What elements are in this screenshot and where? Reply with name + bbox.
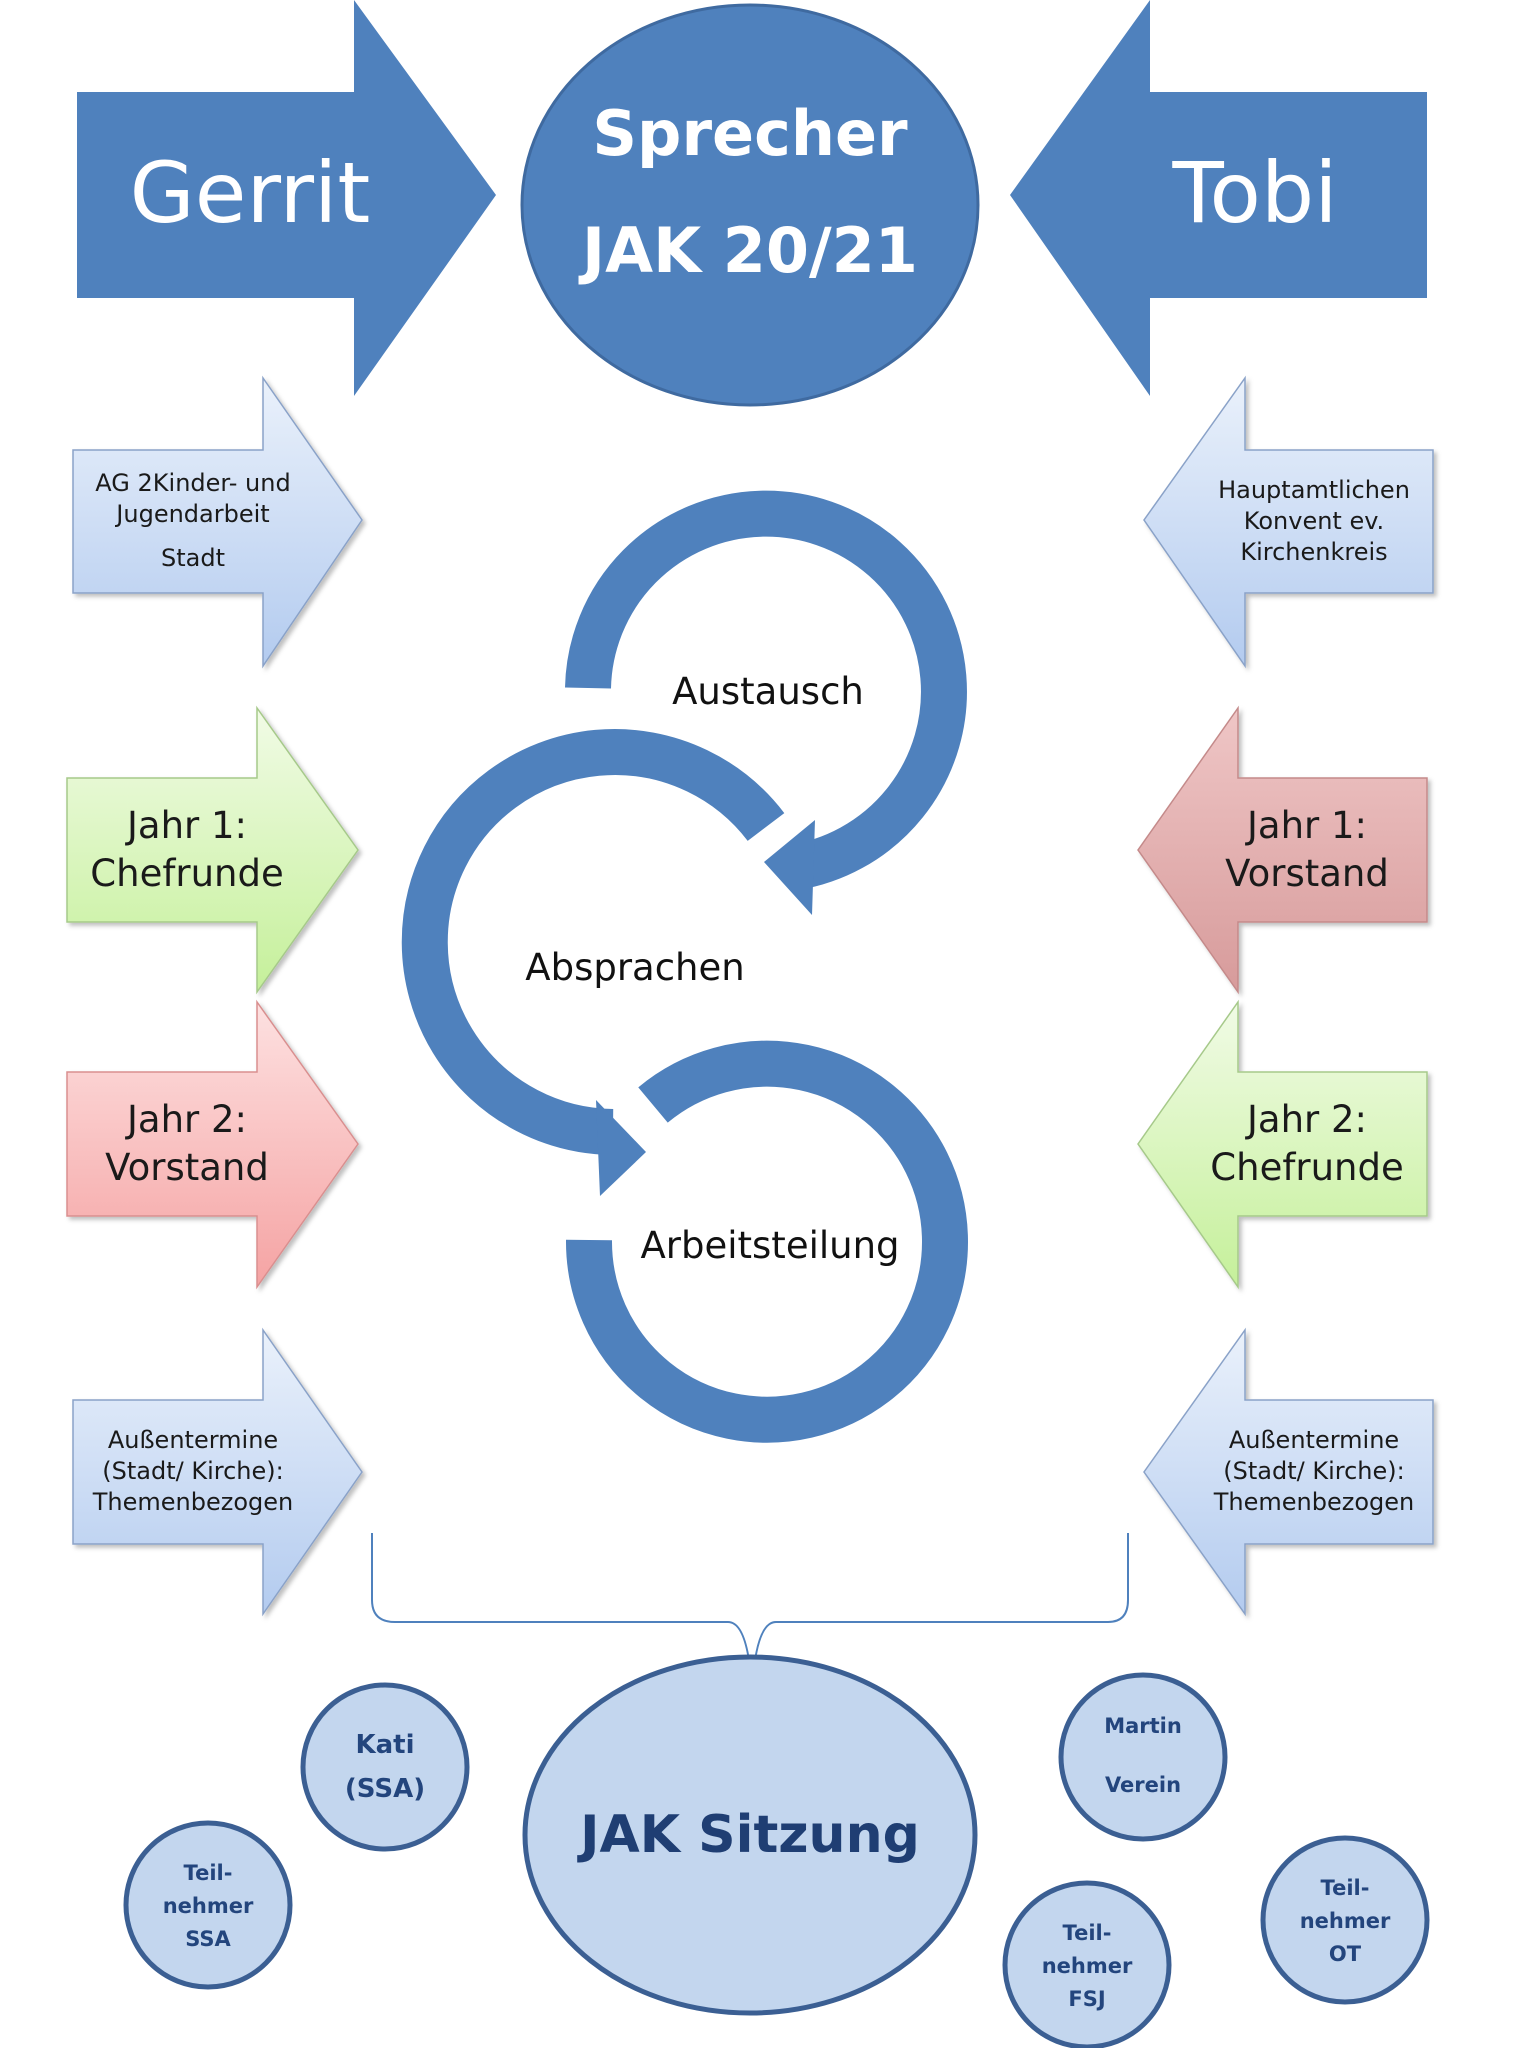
bubble-kati-line-1: Kati xyxy=(355,1730,414,1760)
bubble-teilnehmer-fsj: Teil- nehmer FSJ xyxy=(1002,1880,1172,2048)
tobi-arrow: Tobi xyxy=(1010,0,1427,396)
absprachen-arrowhead xyxy=(596,1100,646,1196)
right-arrow-4-line-3: Themenbezogen xyxy=(1213,1488,1414,1516)
cycle-step-austausch: Austausch xyxy=(672,670,864,713)
left-arrow-1-line-2: Jugendarbeit xyxy=(114,500,269,528)
right-arrow-aussentermine: Außentermine (Stadt/ Kirche): Themenbezo… xyxy=(1143,1327,1434,1617)
bubble-ot-line-2: nehmer xyxy=(1300,1909,1391,1933)
cycle-step-arbeitsteilung: Arbeitsteilung xyxy=(640,1224,899,1267)
cycle-step-absprachen: Absprachen xyxy=(525,946,744,989)
gerrit-label: Gerrit xyxy=(130,144,371,242)
left-arrow-4-line-2: (Stadt/ Kirche): xyxy=(102,1457,283,1485)
absprachen-arc xyxy=(401,729,785,1155)
left-arrow-aussentermine: Außentermine (Stadt/ Kirche): Themenbezo… xyxy=(72,1327,363,1617)
bubble-fsj-line-1: Teil- xyxy=(1063,1921,1112,1945)
tobi-label: Tobi xyxy=(1171,144,1337,242)
bubble-martin-verein: Martin Verein xyxy=(1058,1672,1228,1842)
arbeitsteilung-ring xyxy=(565,1040,968,1443)
process-cycle: Austausch Absprachen Arbeitsteilung xyxy=(401,490,968,1443)
bubble-kati: Kati (SSA) xyxy=(300,1682,470,1852)
gerrit-arrow: Gerrit xyxy=(77,0,496,396)
left-arrow-jahr1-chefrunde: Jahr 1: Chefrunde xyxy=(66,705,359,995)
jak-meeting-circle: JAK Sitzung xyxy=(522,1654,978,2016)
left-arrow-ag-kinder-jugendarbeit: AG 2Kinder- und Jugendarbeit Stadt xyxy=(72,375,363,669)
left-arrow-3-line-1: Jahr 2: xyxy=(125,1098,247,1141)
bubble-ot-line-3: OT xyxy=(1329,1942,1362,1966)
jak-meeting-label: JAK Sitzung xyxy=(577,1805,920,1865)
bubble-teilnehmer-ot: Teil- nehmer OT xyxy=(1260,1835,1430,2005)
speaker-circle: Sprecher JAK 20/21 xyxy=(520,3,980,407)
bubble-kati-line-2: (SSA) xyxy=(345,1774,425,1804)
right-arrow-1-line-2: Konvent ev. xyxy=(1244,507,1384,535)
left-arrow-1-line-3: Stadt xyxy=(161,544,225,572)
right-arrow-jahr1-vorstand: Jahr 1: Vorstand xyxy=(1137,705,1428,995)
left-arrow-4-line-1: Außentermine xyxy=(108,1426,278,1454)
left-arrow-jahr2-vorstand: Jahr 2: Vorstand xyxy=(66,999,359,1290)
left-arrow-1-line-1: AG 2Kinder- und xyxy=(95,469,290,497)
bubble-teilnehmer-ssa: Teil- nehmer SSA xyxy=(123,1820,293,1990)
bubble-ot-line-1: Teil- xyxy=(1321,1876,1370,1900)
austausch-arrowhead xyxy=(764,820,815,915)
bubble-fsj-line-2: nehmer xyxy=(1042,1954,1133,1978)
left-arrow-2-line-1: Jahr 1: xyxy=(125,804,247,847)
right-arrow-2-line-1: Jahr 1: xyxy=(1245,804,1367,847)
bubble-ssa-line-3: SSA xyxy=(185,1927,231,1951)
bubble-martin-line-1: Martin xyxy=(1104,1714,1182,1738)
right-arrow-jahr2-chefrunde: Jahr 2: Chefrunde xyxy=(1137,999,1428,1290)
left-arrow-3-line-2: Vorstand xyxy=(105,1146,269,1189)
right-arrow-1-line-3: Kirchenkreis xyxy=(1240,538,1387,566)
bubble-ssa-line-1: Teil- xyxy=(184,1861,233,1885)
bubble-ssa-line-2: nehmer xyxy=(163,1894,254,1918)
right-arrow-3-line-2: Chefrunde xyxy=(1210,1146,1403,1189)
bubble-fsj-line-3: FSJ xyxy=(1068,1987,1105,2011)
speaker-year: JAK 20/21 xyxy=(578,214,918,287)
speaker-title: Sprecher xyxy=(592,97,908,170)
right-arrow-2-line-2: Vorstand xyxy=(1225,852,1389,895)
right-arrow-1-line-1: Hauptamtlichen xyxy=(1218,476,1410,504)
right-arrow-hauptamtlichen-konvent: Hauptamtlichen Konvent ev. Kirchenkreis xyxy=(1143,375,1434,669)
right-arrow-3-line-1: Jahr 2: xyxy=(1245,1098,1367,1141)
left-arrow-4-line-3: Themenbezogen xyxy=(92,1488,293,1516)
right-arrow-4-line-2: (Stadt/ Kirche): xyxy=(1223,1457,1404,1485)
left-arrow-2-line-2: Chefrunde xyxy=(90,852,283,895)
bubble-martin-line-3: Verein xyxy=(1105,1773,1181,1797)
austausch-ring xyxy=(565,490,967,891)
right-arrow-4-line-1: Außentermine xyxy=(1229,1426,1399,1454)
